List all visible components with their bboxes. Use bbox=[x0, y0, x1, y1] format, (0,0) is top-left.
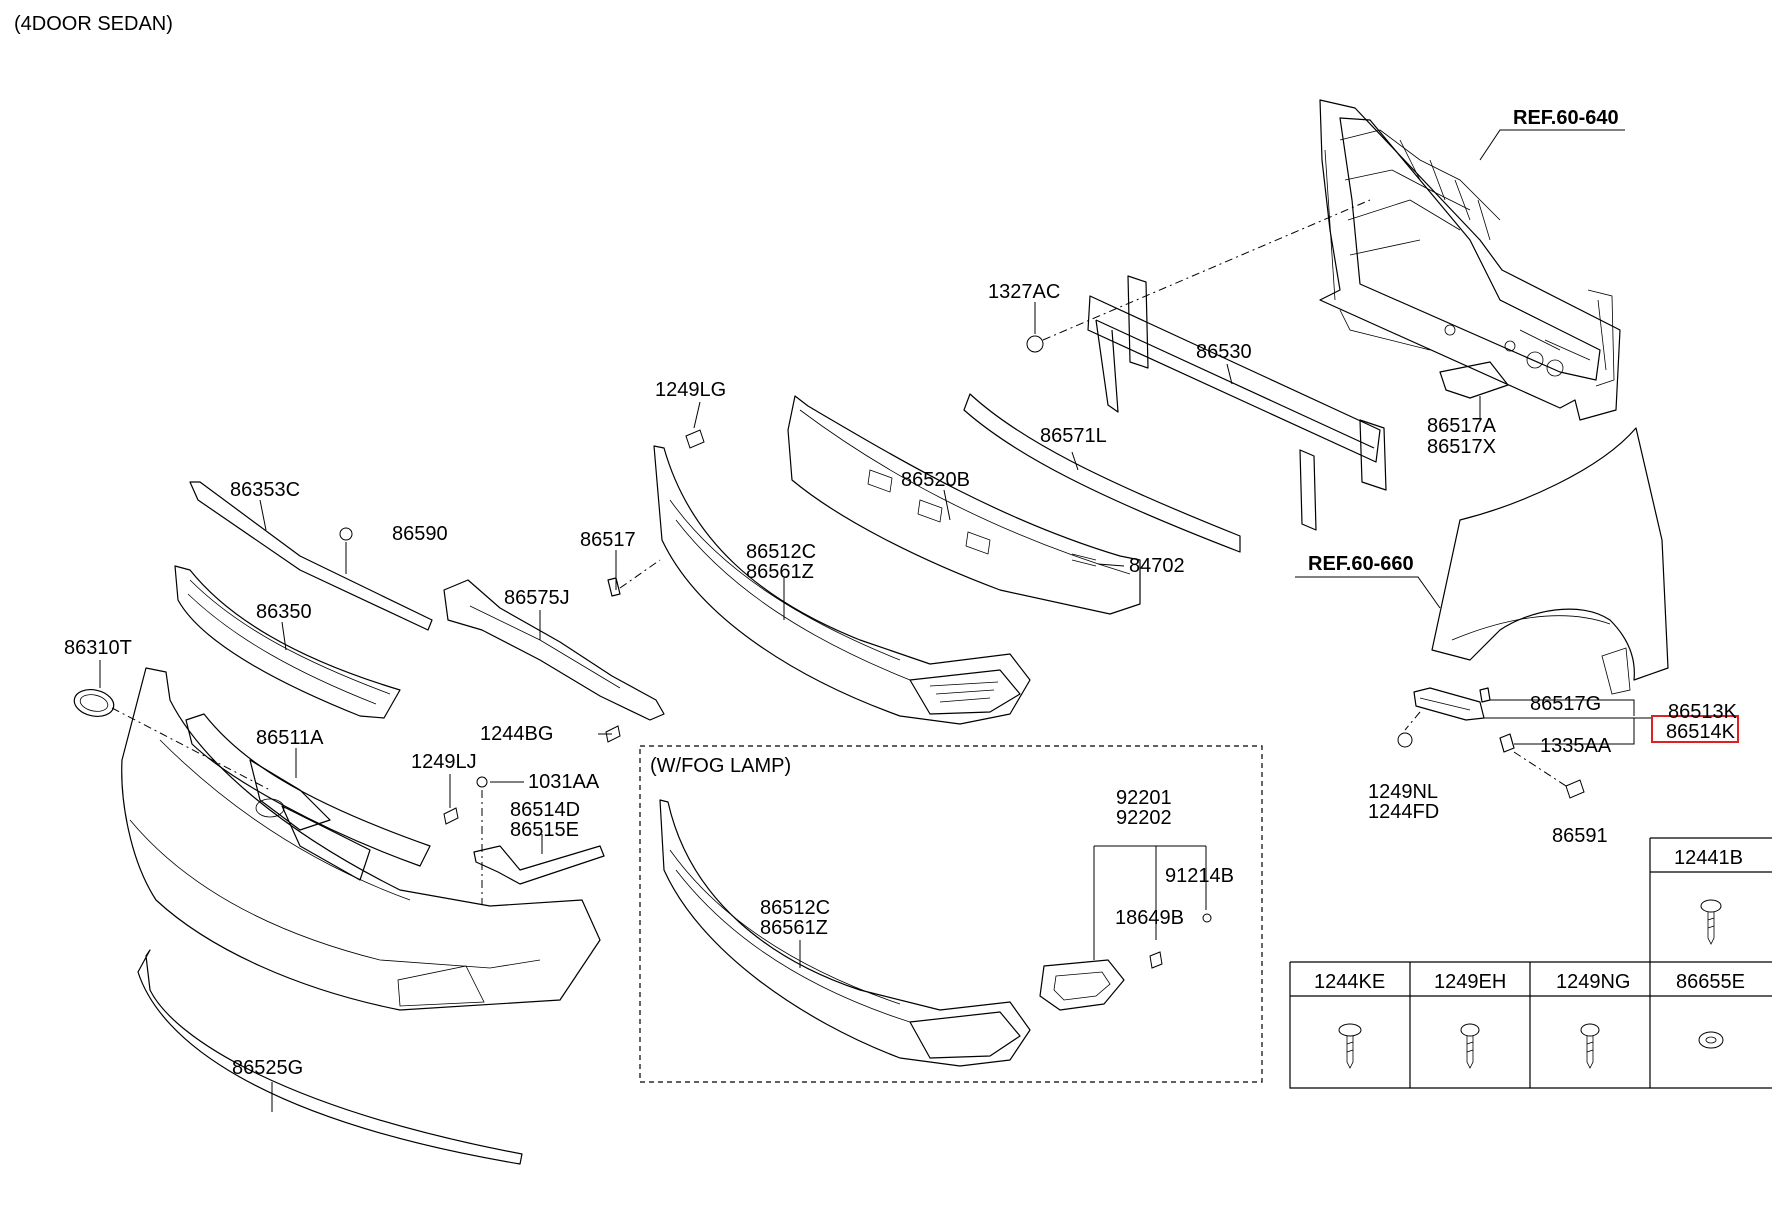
label-86520B: 86520B bbox=[901, 469, 970, 491]
label-86511A: 86511A bbox=[256, 727, 324, 749]
screw-1244BG bbox=[605, 725, 621, 743]
lower-grille-fog-variant bbox=[659, 799, 1031, 1067]
kia-emblem bbox=[73, 689, 115, 717]
label-86517: 86517 bbox=[580, 529, 636, 551]
label-86517G: 86517G bbox=[1530, 693, 1601, 715]
label-1327AC: 1327AC bbox=[988, 281, 1060, 303]
ref-60-640-label: REF.60-640 bbox=[1513, 107, 1619, 129]
label-86513K: 86513K bbox=[1668, 701, 1738, 723]
label-86514D: 86514D bbox=[510, 799, 580, 821]
fastener-1244KE-icon bbox=[1338, 1023, 1362, 1069]
nut-1335AA bbox=[1499, 733, 1515, 753]
label-86512C-fog: 86512C bbox=[760, 897, 830, 919]
label-86575J: 86575J bbox=[504, 587, 570, 609]
bracket-86517 bbox=[607, 577, 621, 597]
side-bracket-86514D bbox=[473, 845, 605, 885]
ref-60-660-label: REF.60-660 bbox=[1308, 553, 1414, 575]
fastener-1244KE-label: 1244KE bbox=[1314, 971, 1385, 993]
fog-lamp-option-title: (W/FOG LAMP) bbox=[650, 755, 791, 777]
label-86514K: 86514K bbox=[1666, 721, 1736, 743]
grille-upper-molding bbox=[189, 481, 433, 631]
lower-grille-main bbox=[653, 445, 1031, 725]
label-86350: 86350 bbox=[256, 601, 312, 623]
fastener-1249NG-label: 1249NG bbox=[1556, 971, 1631, 993]
fastener-1249EH-label: 1249EH bbox=[1434, 971, 1506, 993]
fastener-12441B-icon bbox=[1700, 899, 1722, 945]
body-type-label: (4DOOR SEDAN) bbox=[14, 13, 173, 35]
label-86590: 86590 bbox=[392, 523, 448, 545]
label-1244BG: 1244BG bbox=[480, 723, 553, 745]
label-84702: 84702 bbox=[1129, 555, 1185, 577]
upper-absorber-strip bbox=[963, 393, 1241, 553]
label-1249NL: 1249NL bbox=[1368, 781, 1438, 803]
highlight-86514K-box bbox=[1651, 715, 1739, 743]
clip-86517G bbox=[1479, 687, 1491, 703]
label-1335AA: 1335AA bbox=[1540, 735, 1612, 757]
mount-bracket-86517A bbox=[1439, 361, 1509, 399]
screw-1249LJ bbox=[443, 807, 459, 825]
screw-1249NL bbox=[1397, 732, 1413, 748]
fender-side-bracket bbox=[1413, 687, 1485, 721]
label-86561Z-fog: 86561Z bbox=[760, 917, 828, 939]
label-86353C: 86353C bbox=[230, 479, 300, 501]
label-86561Z-main: 86561Z bbox=[746, 561, 814, 583]
screw-1249LG bbox=[685, 429, 705, 449]
label-86571L: 86571L bbox=[1040, 425, 1107, 447]
fastener-1327AC bbox=[1026, 335, 1044, 353]
radiator-support-panel bbox=[1319, 99, 1621, 421]
clip-91214B bbox=[1202, 913, 1212, 923]
label-86530: 86530 bbox=[1196, 341, 1252, 363]
lower-bumper-trim bbox=[137, 949, 523, 1165]
screw-86591 bbox=[1565, 779, 1585, 799]
front-bumper-beam bbox=[1087, 275, 1387, 531]
label-92202: 92202 bbox=[1116, 807, 1172, 829]
fog-lamp-bezel bbox=[1039, 959, 1125, 1011]
fastener-86655E-label: 86655E bbox=[1676, 971, 1745, 993]
bumper-absorber-foam bbox=[787, 395, 1141, 615]
label-18649B: 18649B bbox=[1115, 907, 1184, 929]
label-86512C-main: 86512C bbox=[746, 541, 816, 563]
clip-84702 bbox=[1071, 553, 1097, 567]
label-86310T: 86310T bbox=[64, 637, 132, 659]
clip-1031AA bbox=[476, 776, 488, 788]
fastener-table bbox=[1289, 837, 1772, 1089]
screw-18649B bbox=[1149, 951, 1163, 969]
front-bumper-cover bbox=[121, 667, 601, 1011]
label-1244FD: 1244FD bbox=[1368, 801, 1439, 823]
fastener-1249EH-icon bbox=[1460, 1023, 1480, 1069]
label-1031AA: 1031AA bbox=[528, 771, 600, 793]
label-86517X: 86517X bbox=[1427, 436, 1496, 458]
label-86515E: 86515E bbox=[510, 819, 579, 841]
label-92201: 92201 bbox=[1116, 787, 1172, 809]
fastener-86590 bbox=[339, 527, 353, 541]
label-86591: 86591 bbox=[1552, 825, 1608, 847]
label-86517A: 86517A bbox=[1427, 415, 1497, 437]
radiator-grille bbox=[174, 565, 401, 719]
label-1249LG: 1249LG bbox=[655, 379, 726, 401]
label-1249LJ: 1249LJ bbox=[411, 751, 477, 773]
front-fender-panel bbox=[1431, 427, 1669, 695]
fog-lamp-option-box bbox=[639, 745, 1263, 1083]
label-91214B: 91214B bbox=[1165, 865, 1234, 887]
fastener-12441B-label: 12441B bbox=[1674, 847, 1743, 869]
fastener-1249NG-icon bbox=[1580, 1023, 1600, 1069]
label-86525G: 86525G bbox=[232, 1057, 303, 1079]
fastener-86655E-icon bbox=[1698, 1031, 1724, 1049]
